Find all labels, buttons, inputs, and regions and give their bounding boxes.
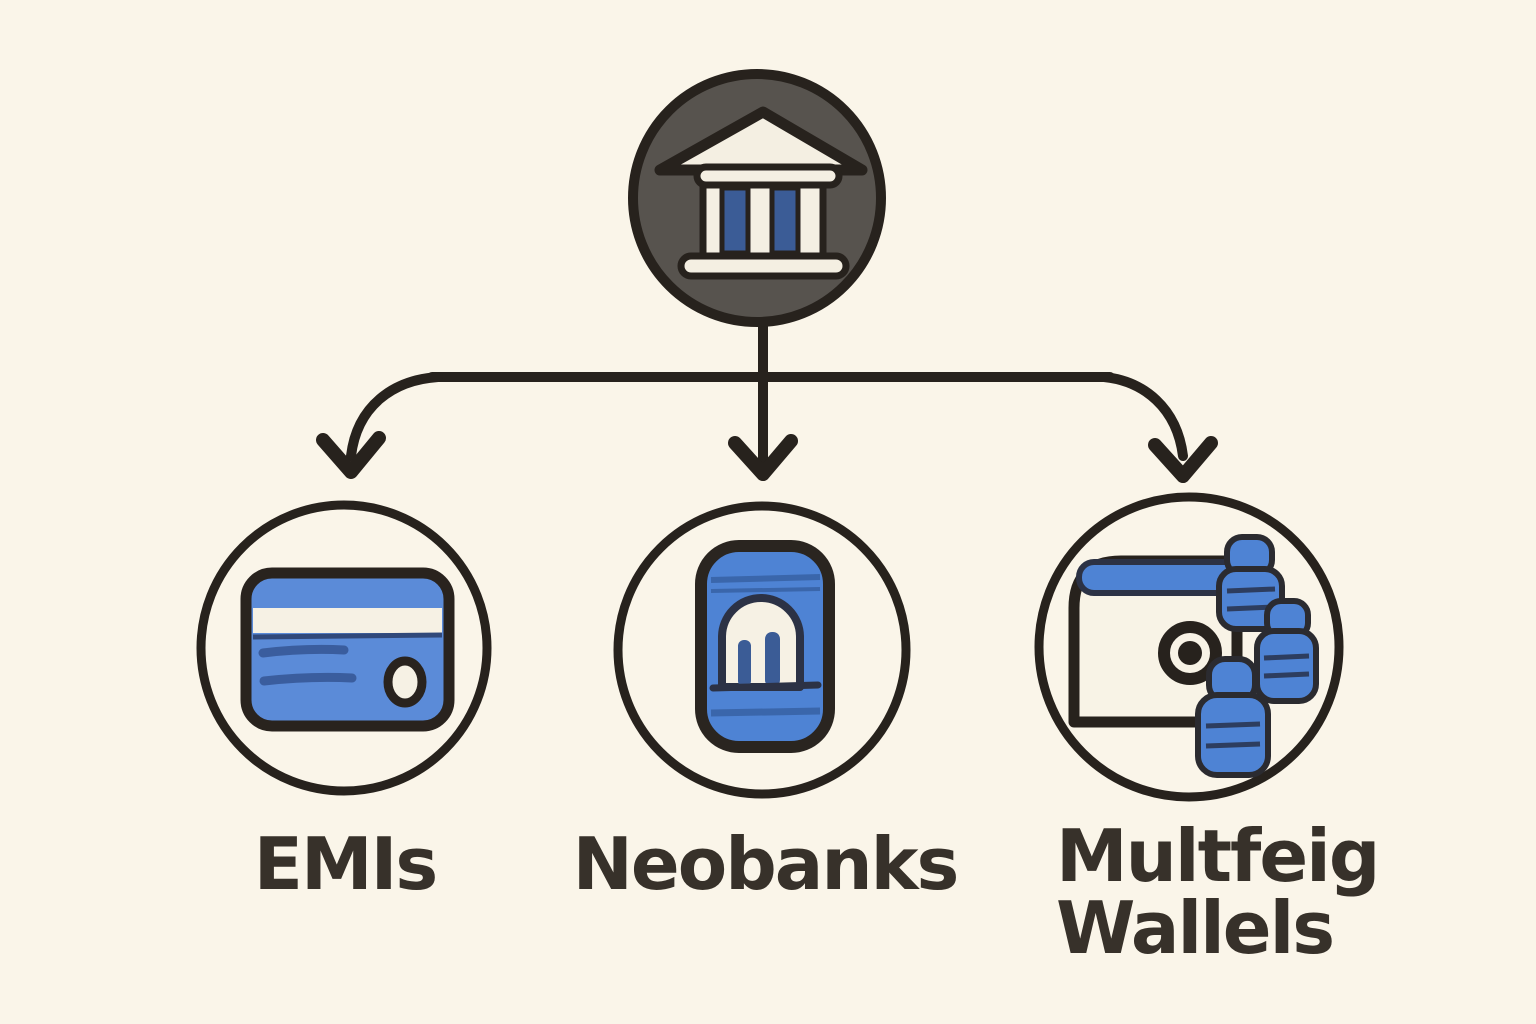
- user-figure-right: [1254, 598, 1319, 704]
- label-multisig-wallets: Multfeig Wallels: [1056, 814, 1380, 970]
- credit-card-icon: [240, 567, 455, 732]
- node-circle-neobanks: [613, 501, 911, 799]
- node-circle-emis: [196, 500, 492, 796]
- label-neobanks: Neobanks: [572, 822, 960, 906]
- label-line-2: Wallels: [1056, 886, 1335, 970]
- bank-icon: [628, 69, 886, 327]
- node-circle-multisig-wallets: [1034, 492, 1344, 802]
- label-emis: EMIs: [253, 822, 438, 906]
- arrowheads: [316, 431, 1218, 483]
- mobile-banking-icon: [695, 540, 835, 753]
- connector-lines: [346, 315, 1188, 465]
- user-figure-bottom: [1195, 656, 1271, 778]
- wallet-users-icon: [1068, 534, 1319, 778]
- label-line-1: Multfeig: [1056, 814, 1380, 898]
